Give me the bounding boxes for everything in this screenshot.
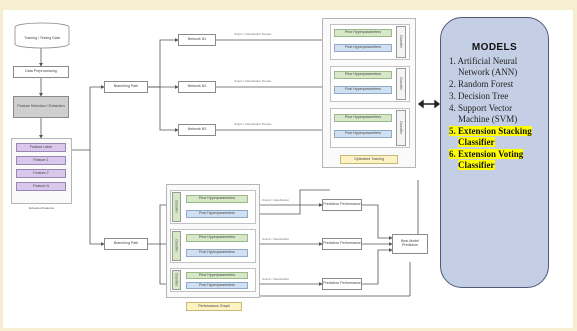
bottom-footer-node: Performance Graph [186,302,242,311]
model-name: Extension Stacking Classifier [458,126,532,147]
model-number: 4. [449,103,458,113]
feature-node: Feature Selection / Extraction [13,96,69,118]
model-number: 3. [449,91,458,101]
final-prediction-node: Best Model Prediction [392,234,428,254]
models-list: 1. Artificial Neural Network (ANN)2. Ran… [449,56,540,171]
model-number: 5. [449,126,458,136]
top-panel-2-post: Post Hyperparameters [334,86,392,94]
models-panel: MODELS 1. Artificial Neural Network (ANN… [440,17,549,288]
model-name: Support Vector Machine (SVM) [458,103,518,124]
edge-label-top-3: Output / Classification Results [234,122,272,126]
model-name: Decision Tree [458,91,509,101]
branch-top-node: Branching Path [104,81,148,93]
feature-caption: Extracted Features [28,206,55,210]
model-item-6: 6. Extension Voting Classifier [449,149,540,171]
edge-label-top-2: Output / Classification Results [234,79,272,83]
model-name: Extension Voting Classifier [458,149,524,170]
models-title: MODELS [471,42,518,53]
network-node-3: Network N3 [178,124,216,136]
network-node-1: Network N1 [178,34,216,46]
bottom-panel-1-post: Post Hyperparameters [186,210,248,218]
bottom-panel-3-classifier: Classifier [172,270,181,290]
source-label: Training / Testing Data [24,36,60,40]
bottom-panel-2-prior: Prior Hyperparameters [186,234,248,242]
model-item-4: 4. Support Vector Machine (SVM) [449,103,540,125]
feature-2-node: Feature 2 [16,169,66,178]
branch-bottom-node: Branching Path [104,238,148,250]
model-item-5: 5. Extension Stacking Classifier [449,126,540,148]
feature-n-node: Feature N [16,182,66,191]
edge-label-bottom-3: Output / Classification [262,277,290,281]
model-number: 1. [449,56,458,66]
top-panel-1-classifier: Classifier [396,26,406,58]
model-name: Artificial Neural Network (ANN) [457,56,518,77]
edge-label-bottom-2: Output / Classification [262,237,290,241]
model-item-1: 1. Artificial Neural Network (ANN) [449,56,540,78]
top-panel-2-classifier: Classifier [396,68,406,100]
result-node-2: Prediction Performance [322,238,362,250]
top-panel-3-classifier: Classifier [396,110,406,146]
model-item-2: 2. Random Forest [449,79,540,90]
bottom-panel-1-prior: Prior Hyperparameters [186,195,248,203]
bottom-panel-3-post: Post Hyperparameters [186,282,248,289]
bottom-panel-2-classifier: Classifier [172,231,181,261]
edge-label-bottom-1: Output / Classification [262,198,290,202]
bottom-panel-3-prior: Prior Hyperparameters [186,272,248,279]
model-item-3: 3. Decision Tree [449,91,540,102]
top-panel-1-post: Post Hyperparameters [334,44,392,52]
top-panel-1-prior: Prior Hyperparameters [334,29,392,37]
network-node-2: Network N2 [178,81,216,93]
model-number: 2. [449,79,458,89]
preprocess-node: Data Preprocessing [13,66,69,78]
bottom-panel-1-classifier: Classifier [172,192,181,222]
result-node-1: Prediction Performance [322,199,362,211]
result-node-3: Prediction Performance [322,278,362,290]
data-source-cylinder [14,22,70,49]
top-panel-3-post: Post Hyperparameters [334,130,392,138]
edge-label-top-1: Output / Classification Results [234,32,272,36]
top-panel-2-prior: Prior Hyperparameters [334,71,392,79]
top-panel-3-prior: Prior Hyperparameters [334,114,392,122]
model-name: Random Forest [458,79,514,89]
bottom-panel-2-post: Post Hyperparameters [186,249,248,257]
top-footer-node: Optimized Training [340,155,398,164]
feature-label-node: Feature Label [16,143,66,152]
model-number: 6. [449,149,458,159]
feature-1-node: Feature 1 [16,156,66,165]
